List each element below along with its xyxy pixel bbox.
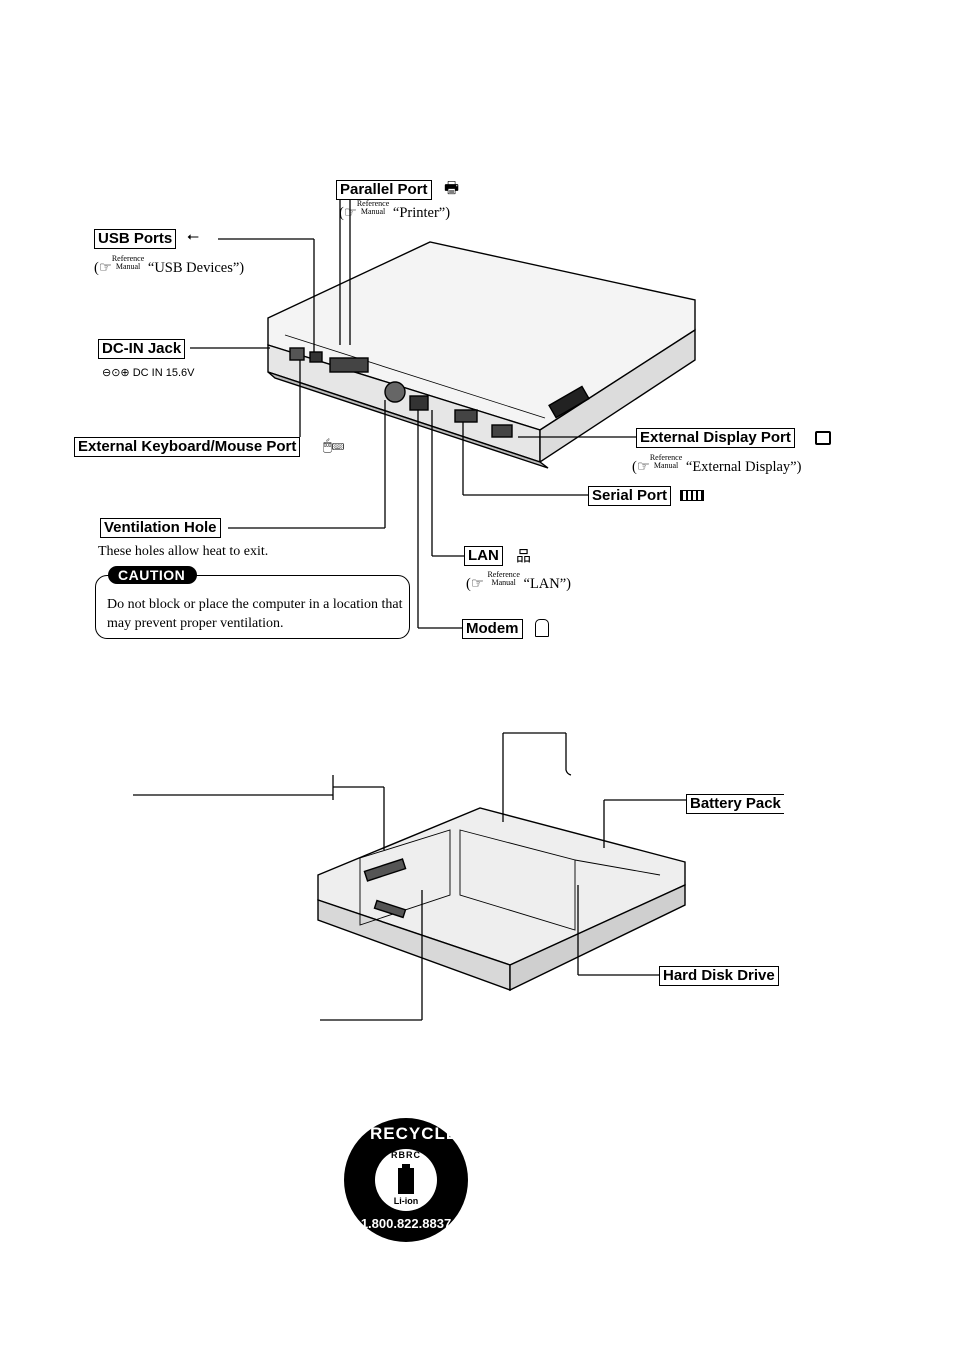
printer-icon: 🖶 (444, 180, 460, 197)
serial-port-label: Serial Port (588, 486, 672, 506)
modem-icon (535, 619, 549, 637)
recycle-seal-org: RBRC (391, 1150, 421, 1160)
hard-disk-drive-label: Hard Disk Drive (659, 966, 779, 986)
reference-hand-icon: ☞ (636, 459, 650, 475)
recycle-seal-phone: 1.800.822.8837 (360, 1216, 452, 1231)
mouse-keyboard-icon: 🖱⌨ (323, 437, 345, 454)
dc-in-jack-label: DC-IN Jack (98, 339, 186, 359)
caution-badge: CAUTION (108, 566, 198, 584)
battery-pack-label: Battery Pack (686, 794, 784, 814)
dc-in-rating: ⊖⊙⊕ DC IN 15.6V (102, 367, 195, 379)
modem-label: Modem (462, 619, 523, 639)
rbrc-recycle-seal (344, 1118, 468, 1242)
reference-hand-icon: ☞ (343, 205, 357, 221)
ventilation-hole-label: Ventilation Hole (100, 518, 221, 538)
recycle-seal-top-text: RECYCLE (370, 1124, 459, 1143)
polarity-icon: ⊖⊙⊕ (102, 367, 130, 379)
usb-icon: ⭠ (187, 228, 200, 245)
reference-hand-icon: ☞ (470, 576, 484, 592)
laptop-rear-illustration (267, 241, 696, 469)
leader-lines-top (190, 199, 636, 629)
external-display-port-label: External Display Port (636, 428, 795, 448)
lan-icon: 品 (516, 548, 532, 565)
caution-text: Do not block or place the computer in a … (107, 597, 403, 631)
usb-ports-label: USB Ports (94, 229, 177, 249)
external-keyboard-mouse-port-label: External Keyboard/Mouse Port (74, 437, 301, 457)
parallel-port-label: Parallel Port (336, 180, 432, 200)
laptop-bottom-illustration (317, 807, 686, 992)
leader-lines-bottom (133, 732, 686, 1021)
serial-icon (680, 490, 704, 501)
lan-label: LAN (464, 546, 503, 566)
reference-hand-icon: ☞ (98, 260, 112, 276)
display-icon (815, 431, 831, 445)
recycle-seal-chem: Li-ion (393, 1196, 419, 1206)
caution-box (95, 575, 410, 639)
ventilation-note: These holes allow heat to exit. (98, 544, 269, 559)
